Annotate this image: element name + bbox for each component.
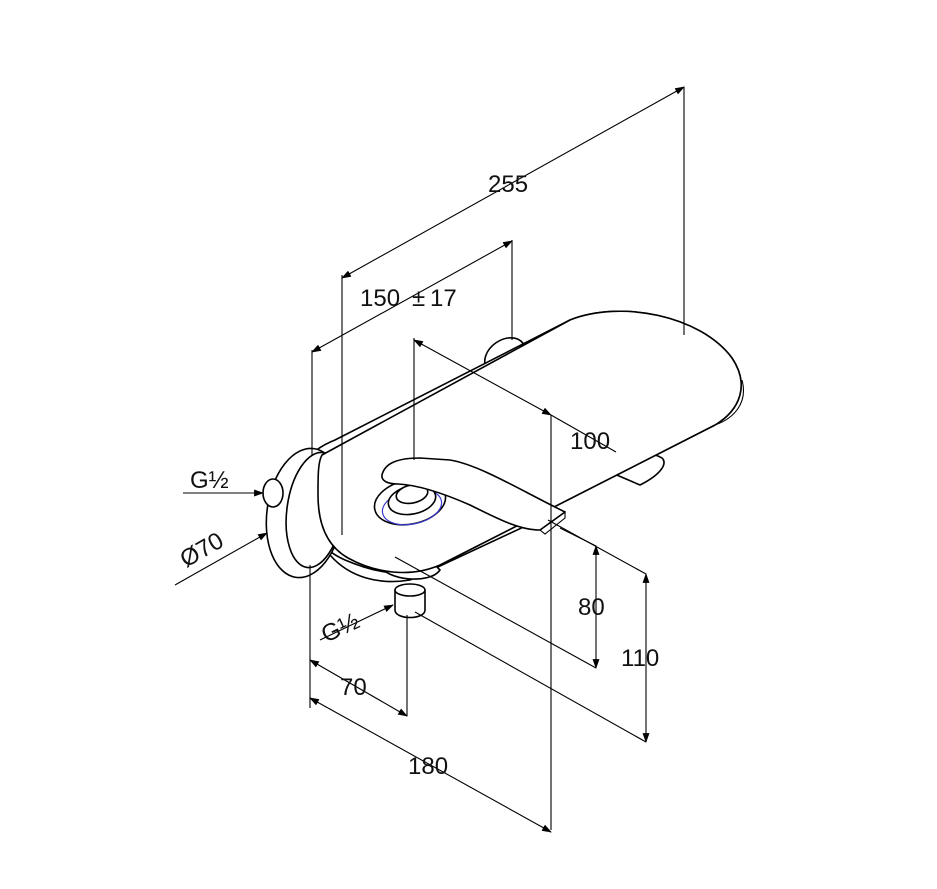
top-shelf-surface — [317, 310, 742, 574]
label-150-tol: 17 — [430, 285, 457, 312]
dim-line-100-tail — [550, 414, 617, 453]
label-rosette-diameter: Ø70 — [176, 527, 229, 573]
dim-line-100 — [413, 339, 552, 416]
label-80: 80 — [578, 594, 605, 621]
lever-tip — [539, 510, 566, 535]
label-thread-left: G½ — [190, 467, 229, 494]
label-70: 70 — [340, 674, 367, 701]
label-150: 150 — [360, 285, 400, 312]
dim-line-150 — [311, 240, 513, 353]
shelf-edge — [714, 379, 744, 426]
leader-diameter-70 — [174, 532, 268, 586]
label-150-tol-sign: ± — [412, 285, 425, 312]
lever-handle — [381, 457, 566, 531]
left-inlet-stub — [262, 478, 284, 508]
faucet-body — [262, 310, 744, 619]
dimension-lines — [174, 86, 685, 833]
bottom-outlet — [394, 589, 426, 619]
leader-g-half-bottom — [319, 604, 394, 641]
dim-line-180 — [309, 697, 552, 833]
bottom-outlet-top — [394, 583, 426, 597]
label-thread-bottom: G½ — [317, 608, 363, 649]
label-110: 110 — [621, 645, 659, 672]
label-255: 255 — [488, 171, 528, 198]
label-100: 100 — [570, 428, 610, 455]
label-180: 180 — [408, 753, 448, 780]
